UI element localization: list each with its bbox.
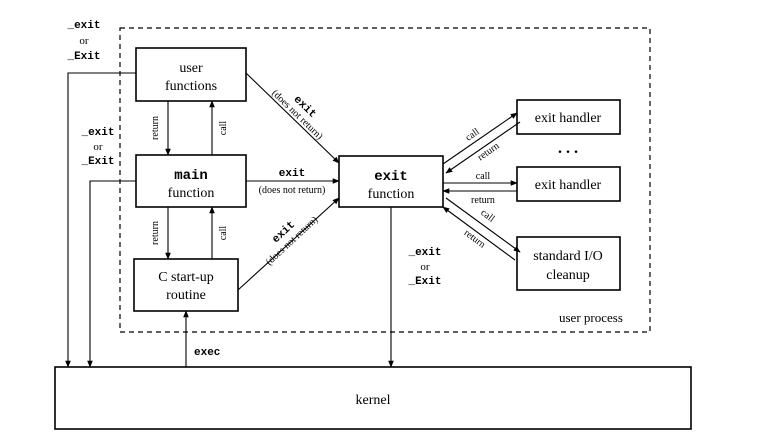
arrow-exit-call-cleanup <box>445 197 521 253</box>
svg-text:C start-up: C start-up <box>158 270 214 285</box>
arrow-handler1-return-exit <box>445 121 521 174</box>
label-does-not-return-main: (does not return) <box>259 185 326 196</box>
exit-function-box: exit function <box>338 155 444 208</box>
user-functions-box: user functions <box>135 47 247 102</box>
arrow-main-to-kernel <box>87 180 136 368</box>
label-or-mid: or <box>93 141 103 153</box>
svg-text:functions: functions <box>165 79 217 94</box>
kernel-box: kernel <box>54 366 692 430</box>
label-underscore-Exit-right: _Exit <box>407 276 441 288</box>
label-call-handler2: call <box>476 171 491 182</box>
svg-text:kernel: kernel <box>356 393 391 408</box>
label-call-upper: call <box>218 121 229 136</box>
user-process-label: user process <box>559 310 623 325</box>
svg-text:function: function <box>368 187 415 202</box>
label-return-lower: return <box>150 221 161 245</box>
label-underscore-exit-mid: _exit <box>80 127 114 139</box>
label-return-upper: return <box>150 116 161 140</box>
svg-text:exit handler: exit handler <box>535 111 602 126</box>
stdio-cleanup-box: standard I/O cleanup <box>516 236 621 291</box>
svg-text:user: user <box>179 61 203 76</box>
label-underscore-exit-right: _exit <box>407 247 441 259</box>
arrow-exit-call-handler1 <box>442 112 518 165</box>
label-exit-startup-group: exit (does not return) <box>264 214 320 268</box>
label-exit-main: exit <box>279 168 305 180</box>
svg-text:cleanup: cleanup <box>546 268 590 283</box>
label-call-handler1: call <box>463 126 481 143</box>
label-exit-user-group: exit (does not return) <box>269 88 325 142</box>
svg-text:standard I/O: standard I/O <box>533 249 603 264</box>
label-underscore-exit-top: _exit <box>66 20 100 32</box>
label-call-cleanup: call <box>478 207 496 225</box>
svg-text:routine: routine <box>166 288 206 303</box>
exit-handler-box-2: exit handler <box>516 166 621 202</box>
user-process-region <box>119 27 651 333</box>
label-or-right: or <box>420 261 430 273</box>
label-return-cleanup: return <box>462 227 488 250</box>
svg-text:main: main <box>174 168 208 184</box>
label-underscore-Exit-mid: _Exit <box>80 156 114 168</box>
arrow-user-functions-exit <box>245 72 340 164</box>
main-function-box: main function <box>135 154 247 208</box>
arrow-user-functions-to-kernel <box>65 72 136 368</box>
svg-text:exit: exit <box>374 169 408 185</box>
label-return-handler2: return <box>471 195 495 206</box>
arrow-cleanup-return-exit <box>442 206 516 261</box>
label-call-lower: call <box>218 226 229 241</box>
c-startup-box: C start-up routine <box>133 258 239 312</box>
label-or-top: or <box>79 35 89 47</box>
arrow-startup-exit <box>237 197 340 291</box>
svg-text:exit handler: exit handler <box>535 178 602 193</box>
svg-text:function: function <box>168 186 215 201</box>
label-exec: exec <box>194 347 220 359</box>
exit-handler-box-1: exit handler <box>516 99 621 135</box>
label-underscore-Exit-top: _Exit <box>66 51 100 63</box>
ellipsis: . . . <box>558 140 578 157</box>
